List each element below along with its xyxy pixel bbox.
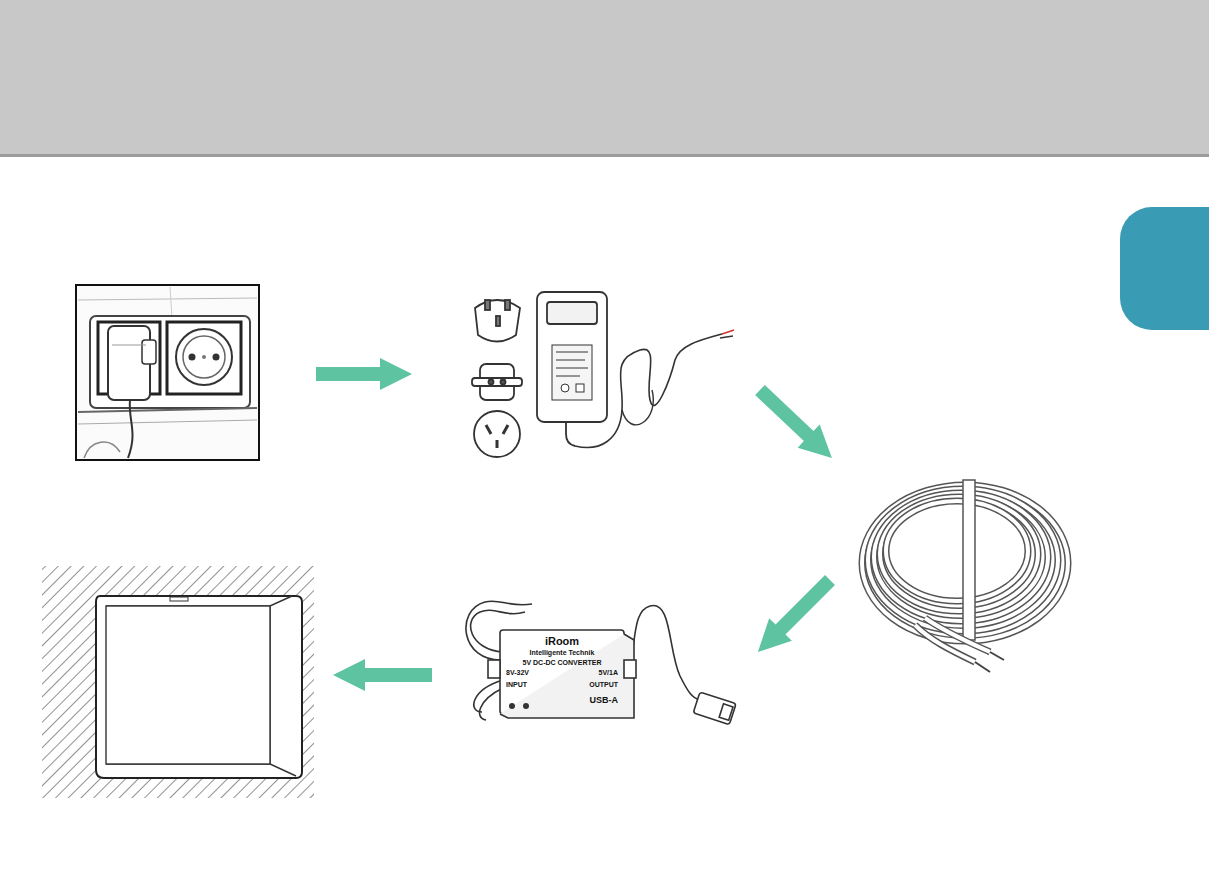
cable-coil: [862, 480, 1068, 672]
printed-label: 8V-32V: [506, 669, 529, 676]
printed-label: 5V DC-DC CONVERTER: [523, 659, 602, 666]
header-rule: [0, 154, 1209, 157]
dc-converter: [466, 601, 736, 725]
printed-label: iRoom: [545, 636, 579, 647]
printed-label: 5V/1A: [599, 669, 618, 676]
wall-box: [42, 566, 314, 798]
printed-label: INPUT: [506, 681, 527, 688]
flow-arrow: [749, 378, 843, 469]
printed-label: Intelligente Technik: [530, 649, 595, 656]
printed-label: USB-A: [590, 696, 619, 705]
flow-arrows: [316, 358, 843, 691]
header-band: [0, 0, 1209, 154]
side-tab: [1120, 207, 1209, 330]
socket-photo: [76, 285, 259, 460]
flow-arrow: [747, 569, 842, 664]
printed-label: OUTPUT: [589, 681, 618, 688]
flow-arrow: [316, 358, 412, 390]
flow-arrow: [333, 659, 432, 691]
power-adapter: [472, 292, 734, 457]
